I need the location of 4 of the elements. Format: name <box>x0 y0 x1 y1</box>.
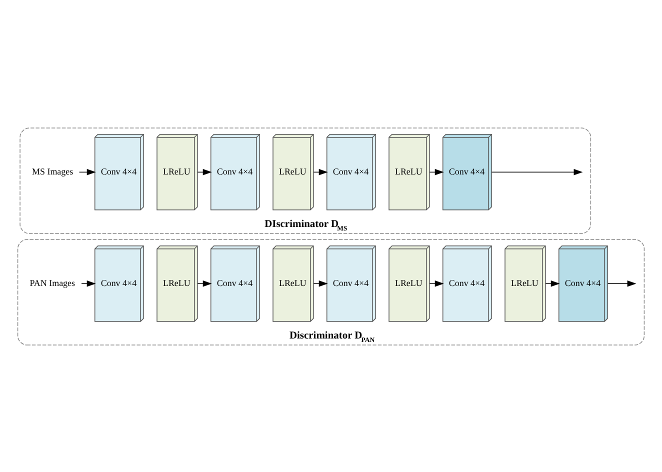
node-text: PAN Images <box>30 277 76 288</box>
arrow <box>491 168 583 175</box>
node-text: MS Images <box>32 166 74 176</box>
arrow <box>607 280 636 286</box>
